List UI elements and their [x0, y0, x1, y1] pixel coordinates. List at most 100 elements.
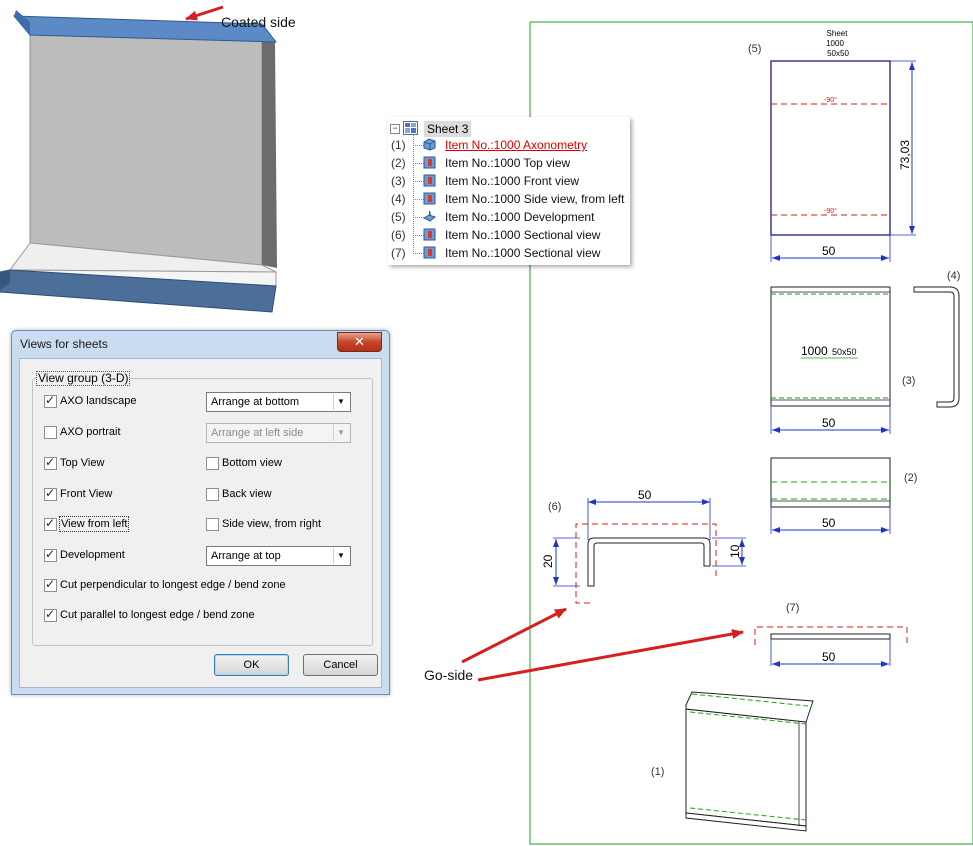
dim-width-section-7: 50: [822, 650, 836, 664]
dim-width-front: 50: [822, 416, 836, 430]
view-group-frame: [32, 378, 373, 646]
dropdown-arrow-icon[interactable]: ▼: [333, 548, 348, 564]
tree-item-sectional-view-2[interactable]: (7) Item No.:1000 Sectional view: [388, 244, 628, 262]
checkbox-box[interactable]: [44, 547, 57, 562]
tree-item-number: (6): [391, 228, 406, 242]
select-value: Arrange at left side: [211, 427, 304, 439]
sectional-view-icon: [423, 228, 436, 241]
bottom-view-label: Bottom view: [222, 457, 282, 469]
tree-item-number: (4): [391, 192, 406, 206]
dim-width-top: 50: [822, 516, 836, 530]
axo-portrait-label: AXO portrait: [60, 426, 121, 438]
checkbox-box[interactable]: [206, 457, 219, 470]
view-label-2: (2): [904, 472, 917, 484]
front-view-label: Front View: [60, 488, 113, 500]
callout-arrows: [185, 5, 744, 682]
dropdown-arrow-icon[interactable]: ▼: [333, 394, 348, 410]
tree-item-label: Item No.:1000 Sectional view: [445, 246, 601, 260]
development-view-icon: [423, 211, 436, 222]
tree-item-top-view[interactable]: (2) Item No.:1000 Top view: [388, 154, 628, 172]
ok-button[interactable]: OK: [214, 654, 289, 676]
view-label-6: (6): [548, 501, 561, 513]
checkbox-box[interactable]: [44, 393, 57, 408]
checkbox-box[interactable]: [44, 607, 57, 622]
cancel-button[interactable]: Cancel: [303, 654, 378, 676]
development-label: Development: [60, 549, 125, 561]
view-top: (2) 50: [770, 457, 917, 534]
side-view-right-label: Side view, from right: [222, 518, 322, 530]
collapse-icon[interactable]: −: [390, 124, 400, 134]
tree-item-number: (7): [391, 246, 406, 260]
checkbox-box[interactable]: [44, 455, 57, 470]
tree-item-number: (3): [391, 174, 406, 188]
dropdown-arrow-icon: ▼: [333, 425, 348, 441]
checkbox-box[interactable]: [44, 426, 57, 439]
top-view-icon: [423, 156, 436, 169]
sheet-header-line-1: Sheet: [827, 29, 849, 38]
checkbox-box[interactable]: [206, 488, 219, 501]
tree-item-label: Item No.:1000 Side view, from left: [445, 192, 625, 206]
view-group-label: View group (3-D): [36, 371, 131, 386]
view-label-3: (3): [902, 375, 915, 387]
bend-label-top: -90°: [824, 96, 837, 104]
sectional-view-icon: [423, 246, 436, 259]
view-section-7: (7) 50: [754, 602, 908, 667]
view-front: 1000 50x50 (3) 50: [770, 286, 915, 434]
tree-item-number: (5): [391, 210, 406, 224]
tree-item-label: Item No.:1000 Sectional view: [445, 228, 601, 242]
tree-root[interactable]: − Sheet 3: [388, 119, 628, 137]
checkbox-box[interactable]: [44, 516, 57, 531]
view-development: (5) -90° -90° 73,03 50: [748, 43, 916, 262]
checkbox-box[interactable]: [44, 577, 57, 592]
tree-root-label: Sheet 3: [424, 121, 472, 137]
tree-item-side-view[interactable]: (4) Item No.:1000 Side view, from left: [388, 190, 628, 208]
dim-section-height: 20: [541, 554, 555, 568]
back-view-label: Back view: [222, 488, 272, 500]
bend-label-bottom: -90°: [824, 207, 837, 215]
front-view-icon: [423, 174, 436, 187]
axonometry-view-icon: [423, 138, 436, 151]
select-value: Arrange at top: [211, 550, 281, 562]
tree-item-label: Item No.:1000 Front view: [445, 174, 580, 188]
callout-go-side: Go-side: [424, 667, 474, 683]
sheet-icon: [403, 121, 418, 135]
checkbox-box[interactable]: [44, 486, 57, 501]
tree-connector: [413, 135, 414, 254]
axo-landscape-label: AXO landscape: [60, 395, 137, 407]
sheet-tree: − Sheet 3 (1) Item No.:1000 Axonometry (…: [388, 117, 630, 265]
dim-width-development: 50: [822, 244, 836, 258]
front-part-label-small: 50x50: [832, 347, 857, 357]
top-view-label: Top View: [60, 457, 105, 469]
drawing-sheet-border: [529, 21, 973, 845]
tree-item-number: (1): [391, 138, 406, 152]
development-arrange-select[interactable]: Arrange at top ▼: [206, 546, 351, 566]
dim-flange: 10: [728, 544, 742, 558]
sheet-header: Sheet 1000 50x50: [826, 29, 849, 58]
side-view-icon: [423, 192, 436, 205]
tree-item-label: Item No.:1000 Top view: [445, 156, 571, 170]
callout-coated-side: Coated side: [221, 14, 296, 30]
view-label-4: (4): [947, 270, 960, 282]
view-label-7: (7): [786, 602, 799, 614]
cut-parallel-label: Cut parallel to longest edge / bend zone: [60, 609, 255, 621]
checkbox-box[interactable]: [206, 518, 219, 531]
part-3d-model: [0, 10, 278, 313]
tree-item-label: Item No.:1000 Axonometry: [445, 138, 588, 152]
tree-item-axonometry[interactable]: (1) Item No.:1000 Axonometry: [388, 136, 628, 154]
sheet-header-line-2: 1000: [826, 39, 844, 48]
views-for-sheets-dialog: Views for sheets ✕ View group (3-D) AXO …: [11, 330, 390, 695]
cut-perpendicular-label: Cut perpendicular to longest edge / bend…: [60, 579, 286, 591]
view-section-6: (6) 50 20 10: [541, 488, 746, 604]
tree-item-development[interactable]: (5) Item No.:1000 Development: [388, 208, 628, 226]
tree-item-front-view[interactable]: (3) Item No.:1000 Front view: [388, 172, 628, 190]
dim-height: 73,03: [898, 140, 912, 170]
dim-width-section: 50: [638, 488, 652, 502]
front-part-label: 1000: [801, 344, 828, 358]
tree-item-sectional-view-1[interactable]: (6) Item No.:1000 Sectional view: [388, 226, 628, 244]
view-label-1: (1): [651, 766, 664, 778]
close-button[interactable]: ✕: [337, 332, 382, 352]
view-axonometry: (1): [651, 691, 814, 832]
axo-landscape-arrange-select[interactable]: Arrange at bottom ▼: [206, 392, 351, 412]
view-label-5: (5): [748, 43, 761, 55]
view-side: (4): [913, 270, 960, 408]
